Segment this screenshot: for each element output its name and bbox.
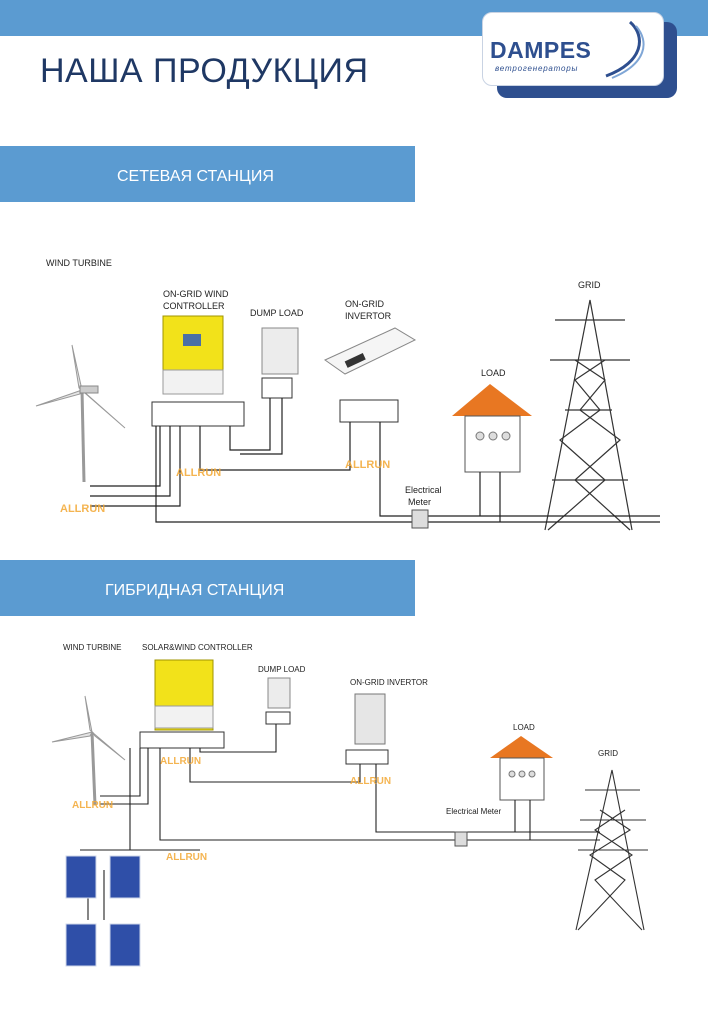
svg-text:ALLRUN: ALLRUN (72, 800, 113, 811)
load-label: LOAD (513, 723, 535, 732)
controller-device-icon (139, 659, 225, 749)
section-title-hybrid: ГИБРИДНАЯ СТАНЦИЯ (105, 582, 285, 599)
inverter-label-line2: INVERTOR (345, 311, 392, 321)
svg-text:ALLRUN: ALLRUN (345, 459, 390, 471)
allrun-watermark: ALLRUN ALLRUN ALLRUN ALLRUN (72, 756, 391, 863)
meter-label-line1: Electrical (405, 485, 442, 495)
meter-label-line2: Meter (408, 497, 431, 507)
section-banner-on-grid (0, 146, 415, 202)
page-title: НАША ПРОДУКЦИЯ (40, 52, 369, 90)
electrical-meter-icon (411, 509, 429, 529)
section-banner-hybrid (0, 560, 415, 616)
meter-label: Electrical Meter (446, 807, 501, 816)
grid-label: GRID (578, 280, 601, 290)
logo-name: DAMPES (490, 37, 592, 63)
wiring (90, 398, 660, 523)
dump-load-label: DUMP LOAD (250, 308, 304, 318)
wind-turbine-label: WIND TURBINE (46, 258, 112, 268)
hybrid-diagram: WIND TURBINE SOLAR&WIND CONTROLLER DUMP … (51, 643, 648, 967)
svg-text:ALLRUN: ALLRUN (160, 756, 201, 767)
load-label: LOAD (481, 368, 506, 378)
controller-label-line2: CONTROLLER (163, 301, 225, 311)
load-house-icon (452, 384, 532, 473)
allrun-watermark: ALLRUN ALLRUN ALLRUN (60, 459, 390, 515)
dump-load-label: DUMP LOAD (258, 665, 306, 674)
wind-turbine-label: WIND TURBINE (63, 643, 122, 652)
inverter-device-icon (323, 327, 417, 423)
controller-label-line1: ON-GRID WIND (163, 289, 229, 299)
wind-turbine-icon (51, 695, 126, 806)
svg-text:ALLRUN: ALLRUN (60, 503, 105, 515)
controller-label: SOLAR&WIND CONTROLLER (142, 643, 253, 652)
section-title-on-grid: СЕТЕВАЯ СТАНЦИЯ (117, 168, 274, 185)
grid-label: GRID (598, 749, 618, 758)
svg-text:ALLRUN: ALLRUN (176, 467, 221, 479)
inverter-label-line1: ON-GRID (345, 299, 384, 309)
inverter-label: ON-GRID INVERTOR (350, 678, 428, 687)
svg-text:ALLRUN: ALLRUN (166, 852, 207, 863)
inverter-device-icon (345, 693, 389, 765)
electrical-meter-icon (454, 831, 468, 847)
controller-device-icon (151, 315, 245, 427)
load-house-icon (490, 736, 553, 801)
grid-tower-icon (544, 299, 633, 531)
grid-tower-icon (575, 769, 648, 931)
wiring (80, 724, 600, 920)
on-grid-diagram: WIND TURBINE ON-GRID WIND CONTROLLER DUM… (35, 258, 660, 531)
logo-swoosh-icon (605, 20, 645, 79)
solar-panel-icon (65, 855, 141, 967)
wind-turbine-icon (35, 344, 126, 483)
dump-load-icon (265, 677, 291, 725)
svg-text:ALLRUN: ALLRUN (350, 776, 391, 787)
dump-load-icon (261, 327, 299, 399)
logo-subtitle: ветрогенераторы (495, 64, 579, 73)
